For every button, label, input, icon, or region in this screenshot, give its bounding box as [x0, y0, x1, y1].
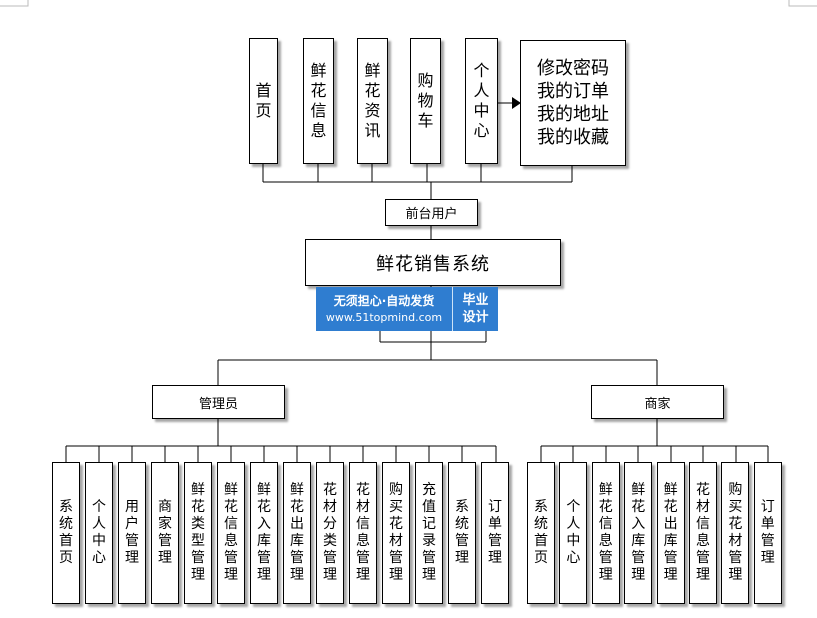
merchant-module-5: 花材信息管理 — [689, 462, 717, 604]
merchant-module-4: 鲜花出库管理 — [656, 462, 685, 604]
arrow-icon — [512, 97, 521, 109]
admin-module-12: 系统管理 — [448, 462, 476, 604]
watermark-badge: 毕业 设计 — [453, 287, 498, 331]
merchant-module-2: 鲜花信息管理 — [591, 462, 620, 604]
merchant-module-7: 订单管理 — [753, 462, 782, 604]
watermark-badge-line2: 设计 — [462, 310, 489, 325]
admin-module-0: 系统首页 — [52, 462, 80, 604]
module-label: 商家管理 — [158, 499, 172, 566]
module-label: 购买花材管理 — [389, 482, 403, 583]
node-label: 前台用户 — [405, 207, 458, 222]
module-label: 系统管理 — [455, 499, 469, 566]
admin-module-4: 鲜花类型管理 — [184, 462, 212, 604]
module-label: 鲜花出库管理 — [663, 482, 678, 583]
node-label: 个人中心 — [473, 61, 490, 140]
admin-module-6: 鲜花入库管理 — [250, 462, 278, 604]
module-label: 用户管理 — [125, 499, 139, 566]
merchant-module-6: 购买花材管理 — [721, 462, 750, 604]
submenu-my-favorites: 我的收藏 — [537, 127, 609, 148]
watermark-text: 无须担心·自动发货 www.51topmind.com — [316, 287, 453, 331]
admin-module-10: 购买花材管理 — [382, 462, 410, 604]
node-admin: 管理员 — [152, 385, 285, 419]
node-merchant: 商家 — [591, 385, 724, 419]
node-label: 商家 — [644, 396, 671, 412]
module-label: 鲜花入库管理 — [631, 482, 646, 583]
module-label: 个人中心 — [566, 499, 581, 566]
submenu-my-address: 我的地址 — [537, 104, 609, 125]
module-label: 订单管理 — [760, 499, 775, 566]
node-personal-submenu: 修改密码 我的订单 我的地址 我的收藏 — [520, 40, 626, 166]
module-label: 鲜花信息管理 — [224, 482, 238, 583]
node-label: 鲜花资讯 — [364, 61, 381, 140]
submenu-change-password: 修改密码 — [537, 58, 609, 79]
module-label: 充值记录管理 — [422, 482, 436, 583]
node-personal-center: 个人中心 — [465, 38, 498, 164]
module-label: 鲜花入库管理 — [257, 482, 271, 583]
admin-module-7: 鲜花出库管理 — [283, 462, 311, 604]
merchant-module-3: 鲜花入库管理 — [624, 462, 653, 604]
module-label: 花材信息管理 — [356, 482, 370, 583]
admin-module-1: 个人中心 — [85, 462, 113, 604]
module-label: 系统首页 — [59, 499, 73, 566]
module-label: 花材分类管理 — [323, 482, 337, 583]
module-label: 鲜花信息管理 — [598, 482, 613, 583]
merchant-module-0: 系统首页 — [527, 462, 555, 604]
node-front-user: 前台用户 — [385, 199, 478, 226]
node-label: 管理员 — [198, 396, 238, 412]
node-system-title: 鲜花销售系统 — [305, 239, 561, 286]
merchant-module-1: 个人中心 — [559, 462, 588, 604]
system-title: 鲜花销售系统 — [376, 253, 490, 275]
node-cart: 购物车 — [410, 38, 441, 164]
node-flower-info: 鲜花信息 — [303, 38, 334, 164]
watermark-url: www.51topmind.com — [325, 310, 443, 324]
watermark-badge-line1: 毕业 — [462, 293, 489, 308]
admin-module-5: 鲜花信息管理 — [217, 462, 245, 604]
node-label: 购物车 — [417, 71, 434, 130]
admin-module-8: 花材分类管理 — [316, 462, 344, 604]
module-label: 鲜花出库管理 — [290, 482, 304, 583]
module-label: 系统首页 — [534, 499, 548, 566]
module-label: 鲜花类型管理 — [191, 482, 205, 583]
watermark-line1: 无须担心·自动发货 — [333, 293, 435, 308]
node-label: 首页 — [255, 81, 272, 120]
module-label: 订单管理 — [488, 499, 502, 566]
node-home: 首页 — [249, 38, 278, 164]
admin-module-11: 充值记录管理 — [415, 462, 443, 604]
watermark: 无须担心·自动发货 www.51topmind.com 毕业 设计 — [316, 287, 498, 331]
admin-module-3: 商家管理 — [151, 462, 179, 604]
submenu-my-orders: 我的订单 — [537, 81, 609, 102]
node-flower-news: 鲜花资讯 — [357, 38, 388, 164]
admin-module-9: 花材信息管理 — [349, 462, 377, 604]
admin-module-13: 订单管理 — [481, 462, 509, 604]
node-label: 鲜花信息 — [310, 61, 327, 140]
module-label: 花材信息管理 — [696, 482, 710, 583]
admin-module-2: 用户管理 — [118, 462, 146, 604]
module-label: 个人中心 — [92, 499, 106, 566]
module-label: 购买花材管理 — [728, 482, 743, 583]
